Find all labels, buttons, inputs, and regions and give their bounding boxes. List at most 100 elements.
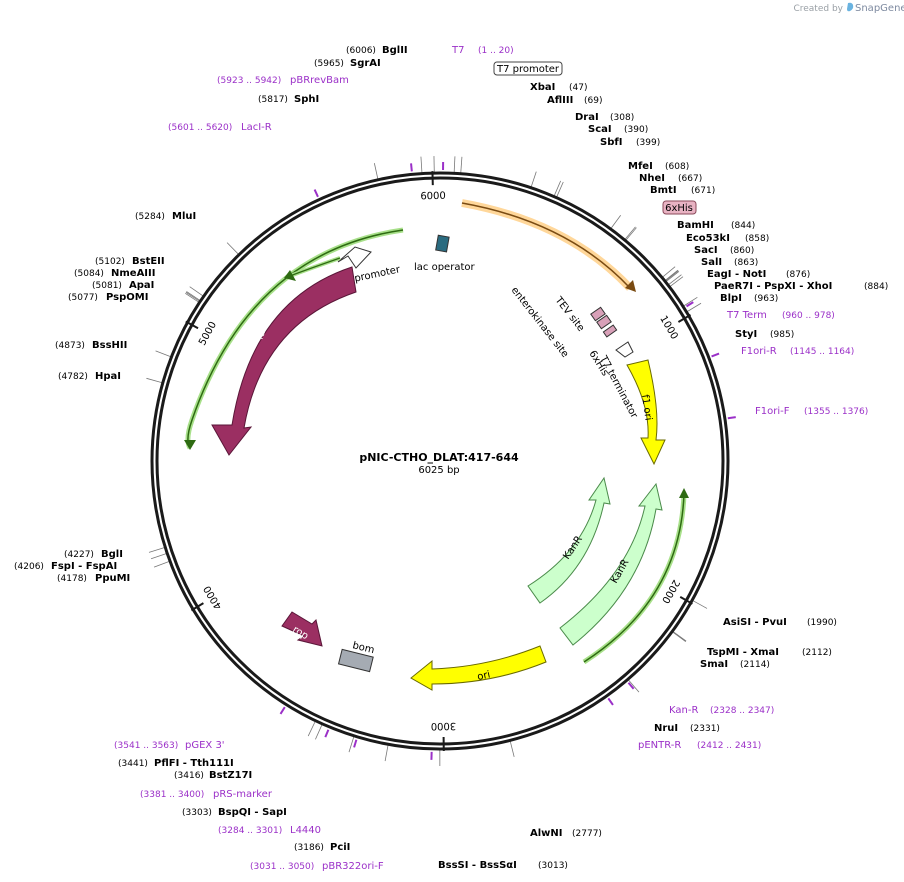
site-label: (2331) xyxy=(690,724,720,734)
primer-label: (3381 .. 3400) xyxy=(140,790,204,800)
site-leader xyxy=(185,292,199,303)
site-leader xyxy=(625,227,637,241)
site-leader xyxy=(509,741,515,757)
site-label: (1990) xyxy=(807,618,837,628)
site-leader xyxy=(692,600,708,609)
bom-label: bom xyxy=(351,640,375,656)
site-label: BssHII xyxy=(92,340,127,351)
site-label: (69) xyxy=(584,96,602,106)
site-label: BstZ17I xyxy=(209,770,252,781)
site-label: BlpI xyxy=(720,293,742,304)
enterokinase-site-box xyxy=(602,324,618,338)
site-leader xyxy=(189,286,204,297)
site-leader xyxy=(666,271,680,282)
site-label: BspQI - SapI xyxy=(218,807,287,818)
site-label: (47) xyxy=(569,83,587,93)
primer-label: Kan-R xyxy=(669,705,698,716)
site-leader xyxy=(186,291,200,301)
snapgene-brand-text: SnapGene xyxy=(855,3,904,14)
kanr-arrow-2 xyxy=(559,482,663,646)
primer-label: (3541 .. 3563) xyxy=(114,741,178,751)
primer-mark xyxy=(313,189,319,198)
laci-promoter-arrow xyxy=(337,246,372,269)
site-label: Eco53kI xyxy=(686,233,730,244)
lac-operator-box xyxy=(435,234,450,253)
primer-mark xyxy=(279,706,286,715)
lac-operator-label: lac operator xyxy=(414,262,475,273)
top-orf-arc xyxy=(461,199,633,291)
backbone-inner-ring xyxy=(155,176,725,746)
site-label: (860) xyxy=(730,246,754,256)
site-label: (5084) xyxy=(74,269,104,279)
site-leader xyxy=(373,163,379,179)
site-label: (2114) xyxy=(740,660,770,670)
site-label: (985) xyxy=(770,330,794,340)
tick-mark xyxy=(677,314,692,323)
primer-label: F1ori-R xyxy=(741,346,777,357)
site-label: (667) xyxy=(678,174,702,184)
site-label: FspI - FspAI xyxy=(51,561,117,572)
site-leader xyxy=(662,266,676,278)
site-leader-lines xyxy=(146,156,708,767)
site-label: BglI xyxy=(101,549,123,560)
site-label: BamHI xyxy=(677,220,714,231)
site-label: (3416) xyxy=(174,771,204,781)
site-leader xyxy=(384,745,389,762)
site-label: (4178) xyxy=(57,574,87,584)
site-label: (3441) xyxy=(118,759,148,769)
site-label: (4782) xyxy=(58,372,88,382)
primer-mark xyxy=(607,697,614,706)
site-leader xyxy=(315,724,323,740)
site-label: (5102) xyxy=(95,257,125,267)
backbone-outer-ring xyxy=(150,171,730,751)
site-label: (963) xyxy=(754,294,778,304)
site-label: PspOMI xyxy=(106,292,148,303)
site-leader xyxy=(672,631,687,642)
site-leader xyxy=(610,215,622,229)
t7-promoter-box xyxy=(493,61,563,76)
site-leader xyxy=(453,156,456,173)
tick-mark xyxy=(190,602,204,612)
site-label: ApaI xyxy=(129,280,154,291)
primer-label: LacI-R xyxy=(241,122,272,133)
primer-mark xyxy=(410,163,413,172)
primer-label: (3031 .. 3050) xyxy=(250,862,314,872)
primer-label: pRS-marker xyxy=(213,789,273,800)
site-leader xyxy=(530,171,537,187)
plasmid-length: 6025 bp xyxy=(418,465,459,476)
site-leader xyxy=(185,291,200,302)
site-label: (5965) xyxy=(314,59,344,69)
ori-label: ori xyxy=(476,669,491,682)
site-label: (399) xyxy=(636,138,660,148)
site-label: (671) xyxy=(691,186,715,196)
site-label: AlwNI xyxy=(530,828,563,839)
site-label: (844) xyxy=(731,221,755,231)
primer-label: (5923 .. 5942) xyxy=(217,76,281,86)
site-label: (863) xyxy=(734,258,758,268)
site-leader xyxy=(624,226,636,240)
site-label: PpuMI xyxy=(95,573,130,584)
site-label: BglII xyxy=(382,45,408,56)
primer-label: T7 Term xyxy=(726,310,767,321)
site-label: (2112) xyxy=(802,648,832,658)
tick-label: 6000 xyxy=(420,191,446,203)
site-leader xyxy=(155,350,171,358)
primer-label: (1355 .. 1376) xyxy=(804,407,868,417)
site-label: PflFI - Tth111I xyxy=(154,758,234,769)
site-label: NmeAIII xyxy=(111,268,155,279)
site-leader xyxy=(153,561,170,568)
site-label: MluI xyxy=(172,211,196,222)
site-label: SalI xyxy=(701,257,722,268)
site-leader xyxy=(670,276,684,287)
site-label: EagI - NotI xyxy=(707,269,766,280)
tick-mark xyxy=(185,320,199,330)
site-label: (5817) xyxy=(258,95,288,105)
site-label: (5284) xyxy=(135,212,165,222)
site-leader xyxy=(226,242,239,255)
site-label: (876) xyxy=(786,270,810,280)
site-leader xyxy=(556,181,564,197)
site-leader xyxy=(665,270,679,281)
primer-label: (1145 .. 1164) xyxy=(790,347,854,357)
site-leader xyxy=(420,156,423,173)
